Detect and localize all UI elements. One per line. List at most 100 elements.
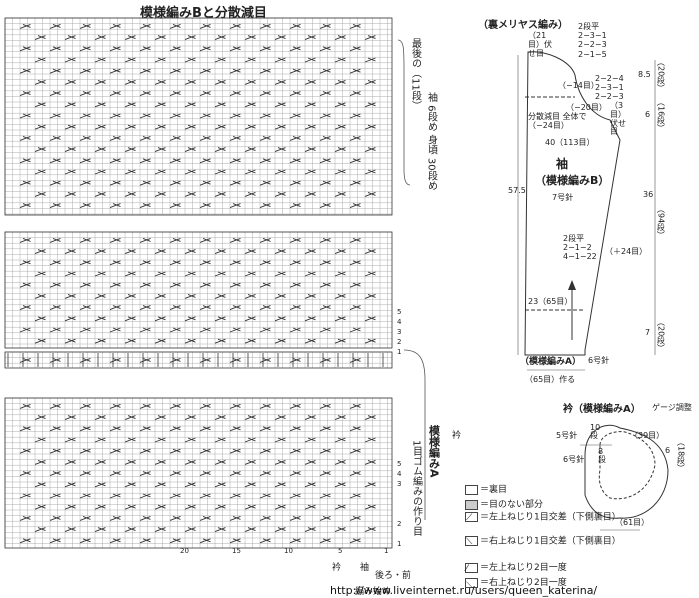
col-number: 15	[232, 547, 241, 555]
cable-cross-icon	[124, 527, 136, 533]
sleeve-bottom-pattern: （模様編みA）	[520, 357, 581, 367]
cable-cross-icon	[184, 504, 196, 510]
cable-cross-icon	[259, 282, 271, 288]
cable-cross-icon	[259, 426, 271, 432]
cable-cross-icon	[124, 57, 136, 63]
cable-cross-icon	[34, 57, 46, 63]
cable-cross-icon	[364, 504, 376, 510]
bind-off-label: （21目）伏せ目	[528, 31, 552, 58]
needle7-label: 7号針	[552, 193, 574, 202]
cable-cross-icon	[349, 23, 361, 29]
legend-left-k2tog: ⁄＝左上ねじり2目一度	[465, 562, 567, 574]
cable-cross-icon	[169, 113, 181, 119]
cable-cross-icon	[184, 249, 196, 255]
cable-cross-icon	[109, 426, 121, 432]
cable-cross-icon	[364, 527, 376, 533]
cable-cross-icon	[229, 91, 241, 97]
rows-16: （16段）	[656, 98, 666, 133]
cable-cross-icon	[124, 504, 136, 510]
cable-cross-icon	[139, 538, 151, 544]
cable-cross-icon	[49, 426, 61, 432]
cable-cross-icon	[199, 403, 211, 409]
start-label: 編み始め	[355, 587, 392, 597]
cable-cross-icon	[79, 515, 91, 521]
cable-cross-icon	[64, 191, 76, 197]
minus14-label: （−14目）	[558, 81, 599, 90]
make-label: （65目）作る	[525, 375, 576, 384]
cable-cross-icon	[319, 305, 331, 311]
cable-cross-icon	[19, 260, 31, 266]
cable-cross-icon	[79, 180, 91, 186]
cable-cross-icon	[94, 459, 106, 465]
cable-cross-icon	[109, 327, 121, 333]
cable-cross-icon	[244, 102, 256, 108]
cable-cross-icon	[244, 191, 256, 197]
left-twist-symbol-icon: ⟋	[465, 512, 478, 523]
col-number: 20	[180, 547, 189, 555]
cable-cross-icon	[34, 338, 46, 344]
cable-cross-icon	[124, 102, 136, 108]
cable-cross-icon	[169, 327, 181, 333]
cable-cross-icon	[244, 437, 256, 443]
cable-cross-icon	[229, 113, 241, 119]
cable-cross-icon	[199, 471, 211, 477]
cable-cross-icon	[274, 437, 286, 443]
cable-cross-icon	[139, 158, 151, 164]
row-number: 3	[397, 328, 402, 336]
cable-cross-icon	[184, 102, 196, 108]
dec-top-list: 2段平 2−3−1 2−2−3 2−1−5	[578, 22, 607, 59]
right-twist-symbol-icon: ⟍	[465, 536, 478, 547]
cable-cross-icon	[304, 249, 316, 255]
cable-cross-icon	[274, 191, 286, 197]
legend-purl: ＝裏目	[465, 482, 507, 495]
cable-cross-icon	[109, 538, 121, 544]
cable-cross-icon	[289, 23, 301, 29]
cable-cross-icon	[349, 135, 361, 141]
row-number: 2	[397, 338, 402, 346]
cable-cross-icon	[349, 180, 361, 186]
cable-cross-icon	[259, 493, 271, 499]
rib-cast-on-note: 1目ゴム編みの作り目	[410, 440, 422, 537]
cable-cross-icon	[94, 147, 106, 153]
cable-cross-icon	[34, 293, 46, 299]
cable-cross-icon	[169, 515, 181, 521]
cable-cross-icon	[289, 68, 301, 74]
cable-cross-icon	[214, 293, 226, 299]
cable-cross-icon	[304, 169, 316, 175]
cable-cross-icon	[334, 415, 346, 421]
cable-cross-icon	[34, 437, 46, 443]
cable-cross-icon	[334, 437, 346, 443]
cable-cross-icon	[154, 35, 166, 41]
cable-cross-icon	[289, 403, 301, 409]
rows-7: 7	[645, 328, 651, 337]
cable-cross-icon	[349, 448, 361, 454]
cable-cross-icon	[319, 158, 331, 164]
rows-20b: （20段）	[656, 318, 666, 353]
sleeve-outline	[524, 51, 621, 356]
cable-cross-icon	[274, 147, 286, 153]
cable-cross-icon	[79, 538, 91, 544]
cable-cross-icon	[64, 35, 76, 41]
distribute-label: 分散減目 全体で（−24目）	[528, 112, 587, 131]
cable-cross-icon	[214, 338, 226, 344]
cable-cross-icon	[124, 169, 136, 175]
cable-cross-icon	[214, 35, 226, 41]
cable-cross-icon	[19, 282, 31, 288]
cable-cross-icon	[259, 23, 271, 29]
cable-cross-icon	[79, 471, 91, 477]
cable-cross-icon	[79, 23, 91, 29]
cable-cross-icon	[94, 57, 106, 63]
cable-cross-icon	[349, 113, 361, 119]
cable-cross-icon	[244, 169, 256, 175]
cable-cross-icon	[319, 260, 331, 266]
cable-cross-icon	[334, 169, 346, 175]
cable-cross-icon	[349, 493, 361, 499]
cable-cross-icon	[79, 493, 91, 499]
cable-cross-icon	[319, 135, 331, 141]
cable-cross-icon	[199, 91, 211, 97]
cable-cross-icon	[274, 79, 286, 85]
cable-cross-icon	[79, 403, 91, 409]
cable-cross-icon	[154, 191, 166, 197]
cable-cross-icon	[154, 316, 166, 322]
cable-cross-icon	[64, 415, 76, 421]
